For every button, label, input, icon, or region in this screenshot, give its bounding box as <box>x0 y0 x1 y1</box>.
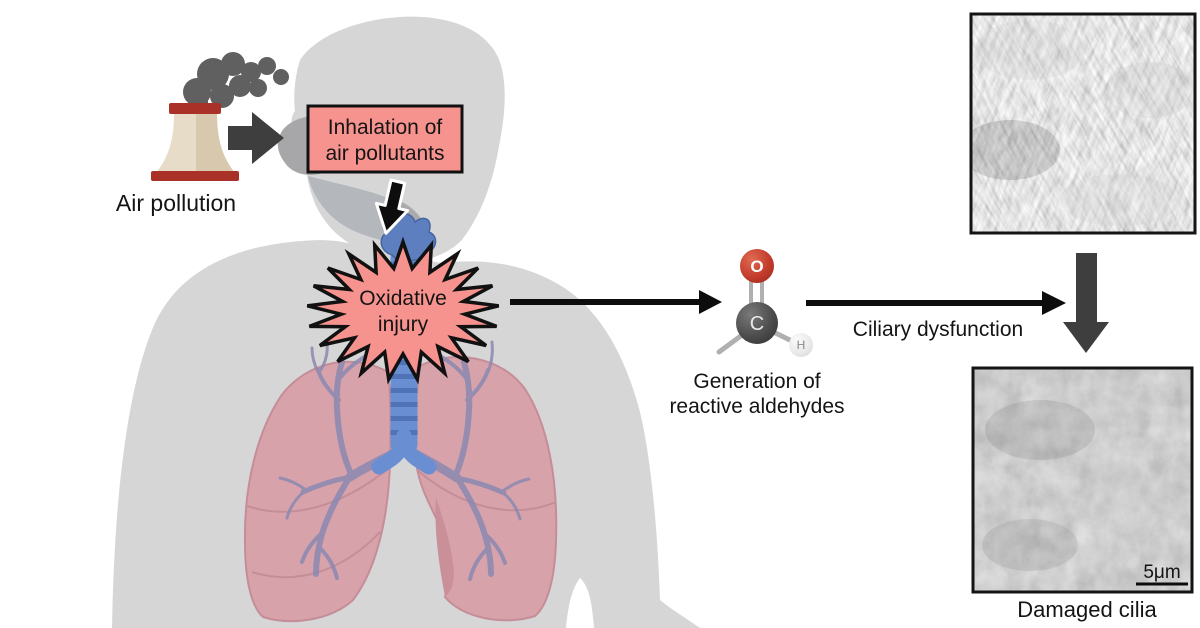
oxygen-atom <box>740 249 774 283</box>
inhalation-label-line2: air pollutants <box>325 142 444 165</box>
generation-label-line2: reactive aldehydes <box>669 395 844 418</box>
scale-bar: 5μm <box>1136 562 1188 586</box>
tower-top-band <box>169 103 221 114</box>
right-lung-cardiac-notch <box>435 498 454 597</box>
left-lung-fissure-2 <box>251 531 381 579</box>
hydrogen-atom <box>789 333 813 357</box>
inhalation-callout: Inhalation of air pollutants <box>306 104 464 174</box>
oxidative-starburst: Oxidative injury <box>306 236 500 385</box>
carbon-atom <box>736 302 778 344</box>
left-lung-fissure <box>246 467 390 513</box>
damaged-cilia-micrograph: 5μm <box>971 366 1194 594</box>
oxygen-label: O <box>750 257 763 276</box>
formaldehyde-molecule: O C H <box>716 249 813 357</box>
carbon-label: C <box>750 313 764 335</box>
oxidative-label-line2: injury <box>378 313 429 336</box>
factory-icon <box>151 52 289 181</box>
healthy-cilia-micrograph <box>969 12 1197 235</box>
arrow-down-block-icon <box>1063 253 1109 353</box>
generation-label-line1: Generation of <box>693 370 820 393</box>
flow-arrow-starburst-to-molecule <box>510 290 722 314</box>
inhalation-label-line1: Inhalation of <box>328 116 443 139</box>
tower-bottom-band <box>151 171 239 181</box>
arrow-right-icon <box>228 112 284 164</box>
air-pollution-label: Air pollution <box>116 190 236 216</box>
ciliary-dysfunction-label: Ciliary dysfunction <box>853 318 1023 341</box>
hydrogen-label: H <box>797 338 806 352</box>
right-lung-fissure <box>416 469 557 512</box>
smoke-icon <box>183 52 289 110</box>
flow-arrow-molecule-to-micrograph <box>806 291 1066 315</box>
scale-bar-label: 5μm <box>1143 562 1180 583</box>
cooling-tower-shade <box>196 113 235 173</box>
damaged-cilia-label: Damaged cilia <box>1017 597 1157 622</box>
arrow-down-icon <box>374 178 410 235</box>
starburst-shape <box>306 236 500 385</box>
oxidative-label-line1: Oxidative <box>359 287 447 310</box>
